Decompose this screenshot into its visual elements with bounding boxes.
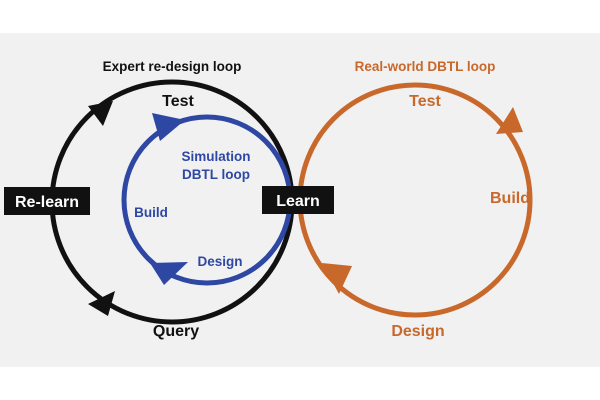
simulation-loop-arrow-top [152, 113, 185, 141]
simulation-loop-title-line2: DBTL loop [182, 167, 250, 182]
real-world-loop-design-label: Design [391, 323, 444, 340]
expert-loop-test-label: Test [162, 93, 194, 110]
real-world-loop-title: Real-world DBTL loop [355, 59, 496, 74]
relearn-label: Re-learn [15, 194, 79, 211]
expert-loop-arrow-top [88, 101, 113, 126]
learn-box [262, 186, 334, 214]
simulation-loop-design-label: Design [197, 254, 242, 269]
real-world-loop-arrow-right [496, 107, 523, 134]
expert-loop-arrow-bottom [88, 291, 115, 316]
simulation-loop-build-label: Build [134, 205, 168, 220]
real-world-loop-build-label: Build [490, 190, 530, 207]
simulation-loop-arrow-bottom [150, 262, 188, 285]
real-world-loop-arrow-left [322, 263, 352, 294]
relearn-box [4, 187, 90, 215]
expert-loop-query-label: Query [153, 323, 199, 340]
expert-loop-title: Expert re-design loop [103, 59, 242, 74]
real-world-loop-test-label: Test [409, 93, 441, 110]
learn-label: Learn [276, 193, 320, 210]
simulation-loop-title-line1: Simulation [181, 149, 250, 164]
